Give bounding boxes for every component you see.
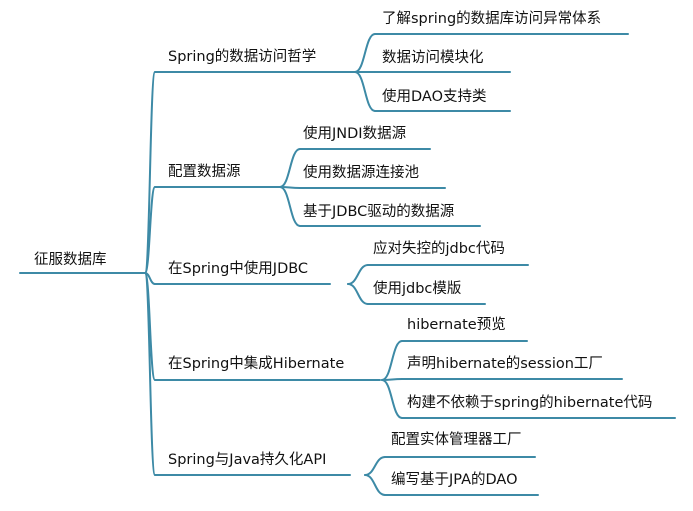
leaf-connector-1-3 bbox=[354, 71, 376, 112]
branch-node[interactable]: Spring与Java持久化API bbox=[168, 452, 327, 468]
branch-node[interactable]: 在Spring中集成Hibernate bbox=[168, 356, 345, 372]
leaf-connector-4-3 bbox=[381, 379, 403, 419]
leaf-connector-3-2 bbox=[347, 283, 369, 305]
leaf-node[interactable]: 数据访问模块化 bbox=[382, 50, 484, 66]
leaf-connector-5-2 bbox=[364, 474, 386, 496]
leaf-node[interactable]: 了解spring的数据库访问异常体系 bbox=[382, 11, 602, 27]
leaf-node[interactable]: 使用数据源连接池 bbox=[303, 165, 419, 181]
leaf-connector-1-1 bbox=[354, 33, 376, 73]
leaf-connector-2-3 bbox=[279, 186, 301, 227]
branch-node[interactable]: 配置数据源 bbox=[168, 164, 241, 180]
leaf-node[interactable]: 声明hibernate的session工厂 bbox=[407, 356, 603, 372]
leaf-connector-4-1 bbox=[381, 340, 403, 381]
leaf-node[interactable]: 使用jdbc模版 bbox=[373, 281, 462, 297]
root-node[interactable]: 征服数据库 bbox=[34, 252, 107, 268]
leaf-node[interactable]: 使用DAO支持类 bbox=[382, 89, 487, 105]
branch-node[interactable]: 在Spring中使用JDBC bbox=[168, 261, 309, 277]
leaf-connector-4-2 bbox=[381, 378, 403, 381]
leaf-connector-5-1 bbox=[364, 456, 386, 476]
leaf-connector-3-1 bbox=[347, 264, 369, 285]
branch-connector-2 bbox=[144, 186, 156, 274]
leaf-node[interactable]: 构建不依赖于spring的hibernate代码 bbox=[407, 395, 653, 411]
leaf-node[interactable]: 应对失控的jdbc代码 bbox=[373, 241, 505, 257]
leaf-node[interactable]: 配置实体管理器工厂 bbox=[391, 432, 522, 448]
leaf-node[interactable]: hibernate预览 bbox=[407, 317, 506, 333]
branch-node[interactable]: Spring的数据访问哲学 bbox=[168, 49, 317, 65]
leaf-node[interactable]: 基于JDBC驱动的数据源 bbox=[303, 204, 455, 220]
leaf-connector-2-1 bbox=[279, 148, 301, 188]
branch-connector-5 bbox=[144, 272, 156, 476]
leaf-node[interactable]: 使用JNDI数据源 bbox=[303, 126, 407, 142]
leaf-node[interactable]: 编写基于JPA的DAO bbox=[391, 472, 518, 488]
